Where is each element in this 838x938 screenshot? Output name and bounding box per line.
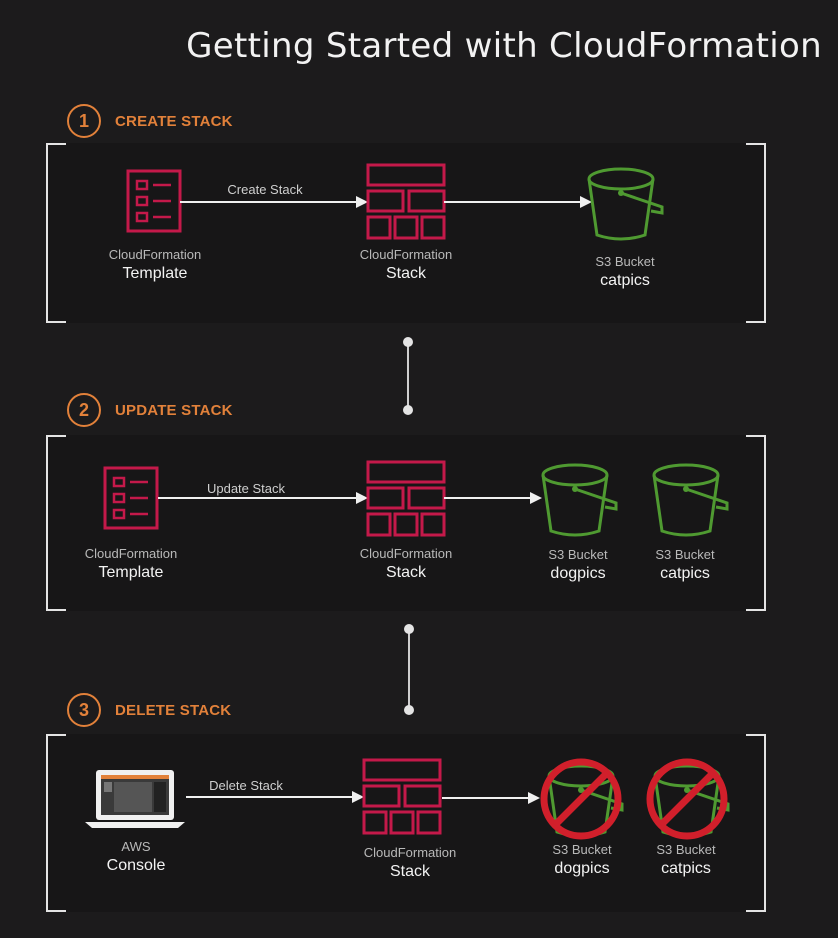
connector-line xyxy=(407,342,409,410)
bracket-right xyxy=(746,143,766,323)
caption-big: Stack xyxy=(385,265,426,282)
stack-icon xyxy=(366,163,446,240)
connector-dot xyxy=(404,705,414,715)
caption-small: CloudFormation xyxy=(84,546,178,561)
arrow-to-bucket xyxy=(444,492,542,504)
step-1-header: 1 CREATE STACK xyxy=(67,104,233,138)
stack-caption: CloudFormation Stack xyxy=(331,546,481,582)
bracket-left xyxy=(46,734,66,912)
caption-big: dogpics xyxy=(550,565,606,582)
caption-small: CloudFormation xyxy=(363,845,457,860)
stack-caption: CloudFormation Stack xyxy=(335,845,485,881)
laptop-icon xyxy=(85,770,185,828)
caption-small: S3 Bucket xyxy=(656,842,716,857)
deleted-bucket-icon xyxy=(540,758,624,840)
bucket-icon xyxy=(587,167,664,241)
bucket-caption: S3 Bucket catpics xyxy=(610,547,760,583)
stack-icon xyxy=(362,758,442,835)
arrow-label: Create Stack xyxy=(227,182,303,197)
bracket-left xyxy=(46,143,66,323)
caption-small: AWS xyxy=(121,839,151,854)
bracket-right xyxy=(746,435,766,611)
caption-big: Template xyxy=(122,265,188,282)
bracket-left xyxy=(46,435,66,611)
caption-small: S3 Bucket xyxy=(548,547,608,562)
template-caption: CloudFormation Template xyxy=(56,546,206,582)
step-3-title: DELETE STACK xyxy=(115,701,232,719)
arrow-delete-stack xyxy=(186,791,364,803)
caption-small: CloudFormation xyxy=(359,546,453,561)
template-icon xyxy=(126,169,182,233)
step-3-header: 3 DELETE STACK xyxy=(67,693,231,727)
step-2-header: 2 UPDATE STACK xyxy=(67,393,233,427)
arrow-update-stack xyxy=(158,492,368,504)
stack-icon xyxy=(366,460,446,537)
caption-big: Template xyxy=(98,564,164,581)
arrow-to-bucket xyxy=(442,792,540,804)
step-3-panel: AWS Console Delete Stack CloudFormation … xyxy=(46,734,766,912)
step-1-title: CREATE STACK xyxy=(115,112,233,130)
caption-small: S3 Bucket xyxy=(595,254,655,269)
step-2-number: 2 xyxy=(67,393,101,427)
step-2-panel: CloudFormation Template Update Stack Clo… xyxy=(46,435,766,611)
caption-small: S3 Bucket xyxy=(552,842,612,857)
caption-big: catpics xyxy=(661,860,711,877)
bucket-caption: S3 Bucket dogpics xyxy=(503,547,653,583)
bucket-caption: S3 Bucket catpics xyxy=(611,842,761,878)
page-title: Getting Started with CloudFormation xyxy=(186,26,822,66)
bucket-icon xyxy=(541,463,618,537)
connector-dot xyxy=(403,337,413,347)
caption-big: Stack xyxy=(389,863,430,880)
step-1-panel: CloudFormation Template Create Stack Clo… xyxy=(46,143,766,323)
template-icon xyxy=(103,466,159,530)
bucket-caption: S3 Bucket dogpics xyxy=(507,842,657,878)
caption-big: Console xyxy=(106,857,166,874)
caption-big: dogpics xyxy=(554,860,610,877)
stack-caption: CloudFormation Stack xyxy=(331,247,481,283)
caption-big: catpics xyxy=(660,565,710,582)
deleted-bucket-icon xyxy=(646,758,730,840)
connector-dot xyxy=(403,405,413,415)
caption-small: CloudFormation xyxy=(108,247,202,262)
caption-small: CloudFormation xyxy=(359,247,453,262)
bracket-right xyxy=(746,734,766,912)
step-3-number: 3 xyxy=(67,693,101,727)
bucket-caption: S3 Bucket catpics xyxy=(550,254,700,290)
step-1-number: 1 xyxy=(67,104,101,138)
template-caption: CloudFormation Template xyxy=(80,247,230,283)
arrow-label: Delete Stack xyxy=(209,778,283,793)
connector-dot xyxy=(404,624,414,634)
arrow-to-bucket xyxy=(444,196,592,208)
connector-line xyxy=(408,629,410,710)
console-caption: AWS Console xyxy=(61,839,211,875)
arrow-label: Update Stack xyxy=(206,481,286,496)
caption-big: catpics xyxy=(600,272,650,289)
caption-small: S3 Bucket xyxy=(655,547,715,562)
step-2-title: UPDATE STACK xyxy=(115,401,233,419)
caption-big: Stack xyxy=(385,564,426,581)
bucket-icon xyxy=(652,463,729,537)
arrow-create-stack xyxy=(180,196,368,208)
